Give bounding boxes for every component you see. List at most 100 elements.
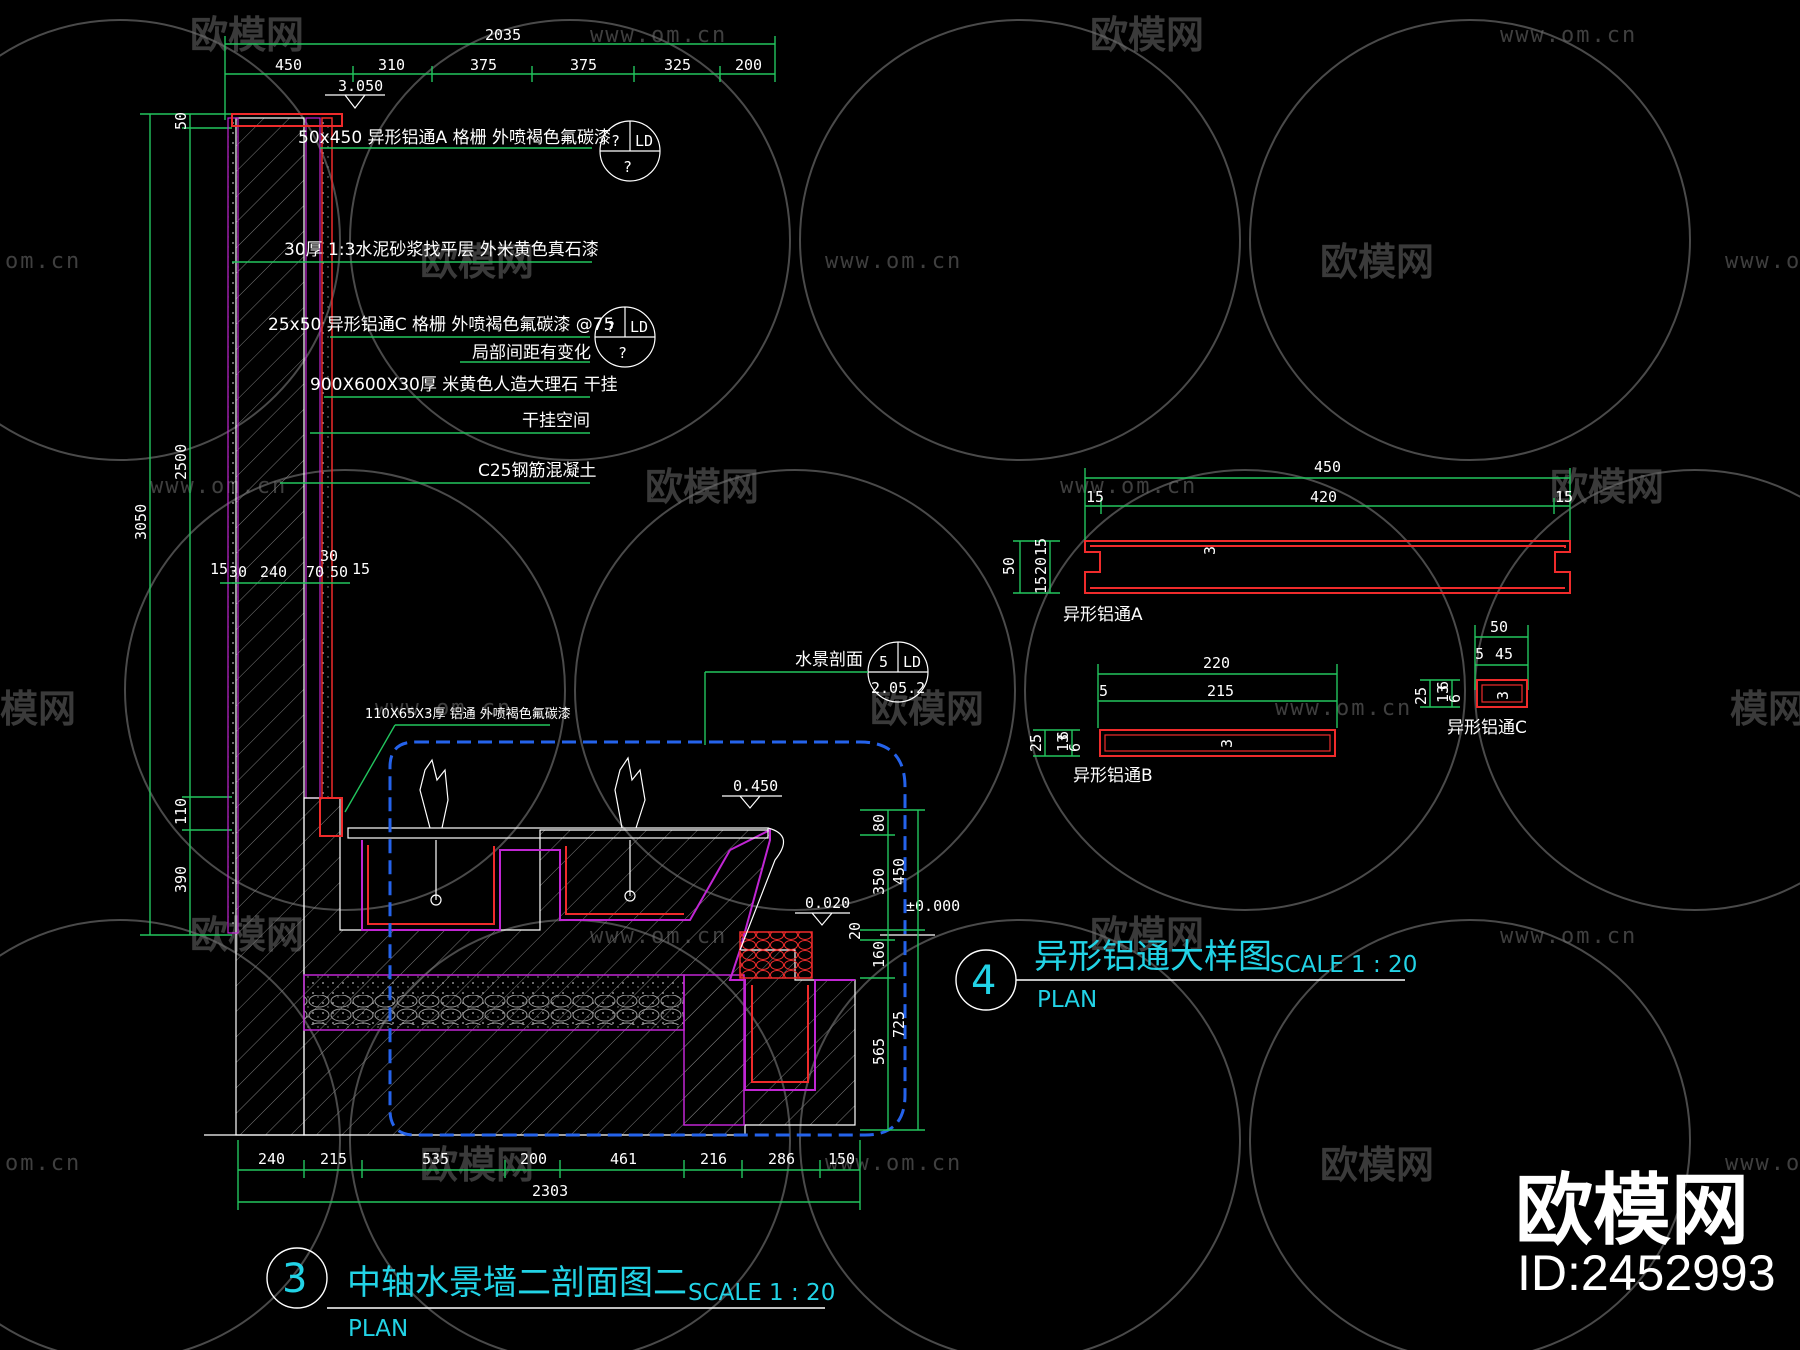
note: 25x50 异形铝通C 格栅 外喷褐色氟碳漆 @75 bbox=[268, 315, 614, 335]
svg-text:215: 215 bbox=[1207, 682, 1234, 700]
svg-text:?: ? bbox=[606, 318, 615, 336]
profile-b: 220 215 5 3 25 6 13 6 异形铝通B bbox=[1027, 654, 1338, 786]
section3-number: 3 bbox=[282, 1256, 307, 1302]
dim-bottom-total: 2303 bbox=[532, 1182, 568, 1200]
section4-plan: PLAN bbox=[1037, 987, 1097, 1013]
svg-text:LD: LD bbox=[635, 132, 653, 150]
note: 110X65X3厚 铝通 外喷褐色氟碳漆 bbox=[365, 706, 571, 722]
svg-text:450: 450 bbox=[1314, 458, 1341, 476]
svg-text:240: 240 bbox=[258, 1150, 285, 1168]
svg-text:15: 15 bbox=[1086, 488, 1104, 506]
section3-title-block: 3 中轴水景墙二剖面图二 SCALE 1 : 20 PLAN bbox=[266, 1247, 835, 1342]
section4-number: 4 bbox=[971, 958, 996, 1004]
svg-text:350: 350 bbox=[870, 868, 888, 895]
watermark-logo: 欧模网 bbox=[870, 687, 984, 731]
section4-title-block: 4 异形铝通大样图 SCALE 1 : 20 PLAN bbox=[955, 937, 1417, 1013]
svg-text:?: ? bbox=[623, 158, 632, 176]
section3-scale: SCALE 1 : 20 bbox=[688, 1280, 835, 1306]
svg-text:13: 13 bbox=[1054, 734, 1072, 752]
svg-text:13: 13 bbox=[1434, 685, 1452, 703]
svg-text:565: 565 bbox=[870, 1038, 888, 1065]
pool-structure bbox=[303, 740, 907, 1137]
section4-scale: SCALE 1 : 20 bbox=[1270, 952, 1417, 978]
elevation-pool: 0.450 bbox=[733, 777, 778, 795]
svg-text:725: 725 bbox=[890, 1011, 908, 1038]
svg-text:LD: LD bbox=[630, 318, 648, 336]
dim-wall: 70 bbox=[306, 563, 324, 581]
watermark-logo: 欧模网 bbox=[1550, 465, 1664, 509]
svg-text:5: 5 bbox=[879, 653, 888, 671]
wall-annotations: 50x450 异形铝通A 格栅 外喷褐色氟碳漆 30厚 1:3水泥砂浆找平层 外… bbox=[232, 128, 618, 813]
watermark-logo: 欧模网 bbox=[190, 13, 304, 57]
svg-text:5: 5 bbox=[1099, 682, 1108, 700]
top-dimensions: 2035 450 310 375 375 325 200 3.050 bbox=[224, 26, 776, 120]
dim-wall: 30 bbox=[229, 563, 247, 581]
svg-text:20: 20 bbox=[1032, 557, 1050, 575]
svg-text:461: 461 bbox=[610, 1150, 637, 1168]
dim-wall-up: 30 bbox=[320, 547, 338, 565]
dim-left: 2500 bbox=[172, 444, 190, 480]
callout-3: 5 LD 2.05.2 水景剖面 bbox=[704, 641, 929, 745]
note: 900X600X30厚 米黄色人造大理石 干挂 bbox=[310, 375, 618, 395]
watermark-url: www.om.cn bbox=[375, 696, 512, 721]
elevation-zero: ±0.000 bbox=[906, 897, 960, 915]
watermark-logo: 模网 bbox=[0, 687, 76, 731]
dim-wall: 15 bbox=[352, 560, 370, 578]
profile-c-label: 异形铝通C bbox=[1447, 718, 1527, 738]
watermark-url: www.om.cn bbox=[1500, 924, 1637, 949]
dim-wall: 240 bbox=[260, 563, 287, 581]
dim-left-total: 3050 bbox=[132, 504, 150, 540]
watermark-url: om.cn bbox=[5, 249, 81, 274]
svg-text:286: 286 bbox=[768, 1150, 795, 1168]
elevation-marks: 0.450 0.020 ±0.000 bbox=[722, 777, 960, 936]
dim-top: 200 bbox=[735, 56, 762, 74]
dim-top: 450 bbox=[275, 56, 302, 74]
svg-text:50: 50 bbox=[1490, 618, 1508, 636]
note: 局部间距有变化 bbox=[472, 343, 591, 363]
profile-b-label: 异形铝通B bbox=[1073, 766, 1153, 786]
svg-text:?: ? bbox=[611, 132, 620, 150]
boundary-outline bbox=[388, 740, 907, 1137]
dim-top: 375 bbox=[470, 56, 497, 74]
svg-text:25: 25 bbox=[1412, 687, 1430, 705]
watermark-logo: 欧模网 bbox=[1090, 13, 1204, 57]
svg-text:450: 450 bbox=[890, 858, 908, 885]
svg-text:?: ? bbox=[618, 344, 627, 362]
brand-name: 欧模网 bbox=[1515, 1166, 1749, 1256]
svg-text:20: 20 bbox=[846, 922, 864, 940]
callout-2: ? LD ? bbox=[594, 306, 656, 368]
svg-text:3: 3 bbox=[1494, 691, 1512, 700]
watermark-url: www.om.cn bbox=[1725, 249, 1800, 274]
brand-block: 欧模网 ID:2452993 bbox=[1515, 1166, 1776, 1301]
dim-left: 50 bbox=[172, 112, 190, 130]
watermark-logo: 欧模网 bbox=[420, 1143, 534, 1187]
dim-top-total: 2035 bbox=[485, 26, 521, 44]
profile-a: 450 420 15 15 3 50 15 20 15 异形铝通A bbox=[1000, 458, 1573, 625]
wall-dimensions: 15 30 240 70 50 15 30 bbox=[210, 547, 370, 584]
svg-text:216: 216 bbox=[700, 1150, 727, 1168]
watermark-logo: 欧模网 bbox=[645, 465, 759, 509]
svg-text:220: 220 bbox=[1203, 654, 1230, 672]
watermark-logo: 欧模网 bbox=[1090, 913, 1204, 957]
svg-text:15: 15 bbox=[1032, 576, 1050, 594]
svg-text:50: 50 bbox=[1000, 557, 1018, 575]
watermark-url: www.om.cn bbox=[1500, 23, 1637, 48]
watermark-logo: 欧模网 bbox=[1320, 1143, 1434, 1187]
note: 30厚 1:3水泥砂浆找平层 外米黄色真石漆 bbox=[284, 240, 599, 260]
note: 水景剖面 bbox=[795, 650, 863, 670]
svg-text:6: 6 bbox=[1066, 743, 1084, 752]
dim-top: 375 bbox=[570, 56, 597, 74]
section3-plan: PLAN bbox=[348, 1316, 408, 1342]
elevation-top: 3.050 bbox=[338, 77, 383, 95]
dim-left: 390 bbox=[172, 866, 190, 893]
section4-title: 异形铝通大样图 bbox=[1034, 937, 1272, 977]
svg-text:LD: LD bbox=[903, 653, 921, 671]
note: C25钢筋混凝土 bbox=[478, 461, 597, 481]
bottom-dimensions: 240 215 535 200 461 216 286 150 2303 bbox=[237, 1140, 861, 1210]
watermark-logo: 模网 bbox=[1730, 687, 1800, 731]
svg-text:15: 15 bbox=[1032, 538, 1050, 556]
note: 50x450 异形铝通A 格栅 外喷褐色氟碳漆 bbox=[298, 128, 611, 148]
svg-text:6: 6 bbox=[1446, 694, 1464, 703]
